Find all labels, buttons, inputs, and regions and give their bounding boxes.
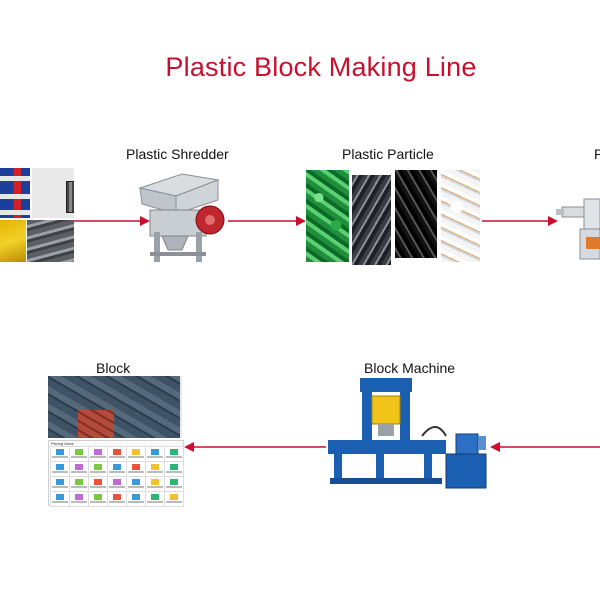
block-shape-swatch <box>88 491 108 507</box>
block-shape-swatch <box>145 446 165 462</box>
stage-label-shredder: Plastic Shredder <box>126 146 229 162</box>
block-shape-swatch <box>126 491 146 507</box>
raw-plastic-materials-image: 500 <box>0 168 74 262</box>
block-shapes-chart-title: Paving block <box>51 441 74 446</box>
paving-block-photo <box>48 376 182 438</box>
block-shape-swatch <box>69 491 89 507</box>
block-shapes-chart: Paving block <box>48 440 184 507</box>
block-shape-swatch <box>50 491 70 507</box>
block-shape-swatch <box>164 446 184 462</box>
stage-label-particle: Plastic Particle <box>342 146 434 162</box>
arrow-particle-to-extruder <box>482 216 558 226</box>
block-shape-swatch <box>126 476 146 492</box>
block-shape-swatch <box>145 461 165 477</box>
grey-particle-image <box>352 175 391 265</box>
block-shape-swatch <box>50 446 70 462</box>
block-shape-swatch <box>69 476 89 492</box>
plastic-shredder-image <box>136 170 228 266</box>
block-shape-swatch <box>126 446 146 462</box>
block-shape-swatch <box>145 476 165 492</box>
green-particle-image <box>306 170 349 262</box>
block-shape-swatch <box>164 476 184 492</box>
stage-label-partial: P <box>594 146 600 162</box>
block-shape-swatch <box>107 461 127 477</box>
block-shape-swatch <box>107 491 127 507</box>
black-particle-image <box>395 170 437 258</box>
diagram-title: Plastic Block Making Line <box>165 52 477 82</box>
block-machine-image <box>326 378 488 490</box>
block-shape-swatch <box>107 446 127 462</box>
extruder-partial-image <box>556 195 600 265</box>
block-shape-swatch <box>50 476 70 492</box>
block-shape-swatch <box>69 446 89 462</box>
block-shape-swatch <box>50 461 70 477</box>
block-shape-swatch <box>164 461 184 477</box>
block-shape-swatch <box>107 476 127 492</box>
block-shape-swatch <box>126 461 146 477</box>
stage-label-block: Block <box>96 360 131 376</box>
arrow-extruder-to-block-machine <box>490 442 600 452</box>
arrow-shredder-to-particle <box>228 216 306 226</box>
block-shape-swatch <box>88 476 108 492</box>
white-particle-image <box>441 170 480 262</box>
block-shape-swatch <box>69 461 89 477</box>
block-shape-swatch <box>145 491 165 507</box>
stage-label-block-machine: Block Machine <box>364 360 456 376</box>
block-shape-swatch <box>88 446 108 462</box>
block-shape-swatch <box>88 461 108 477</box>
arrow-block-machine-to-block <box>184 442 326 452</box>
arrow-raw-to-shredder <box>74 216 150 226</box>
block-shape-swatch <box>164 491 184 507</box>
